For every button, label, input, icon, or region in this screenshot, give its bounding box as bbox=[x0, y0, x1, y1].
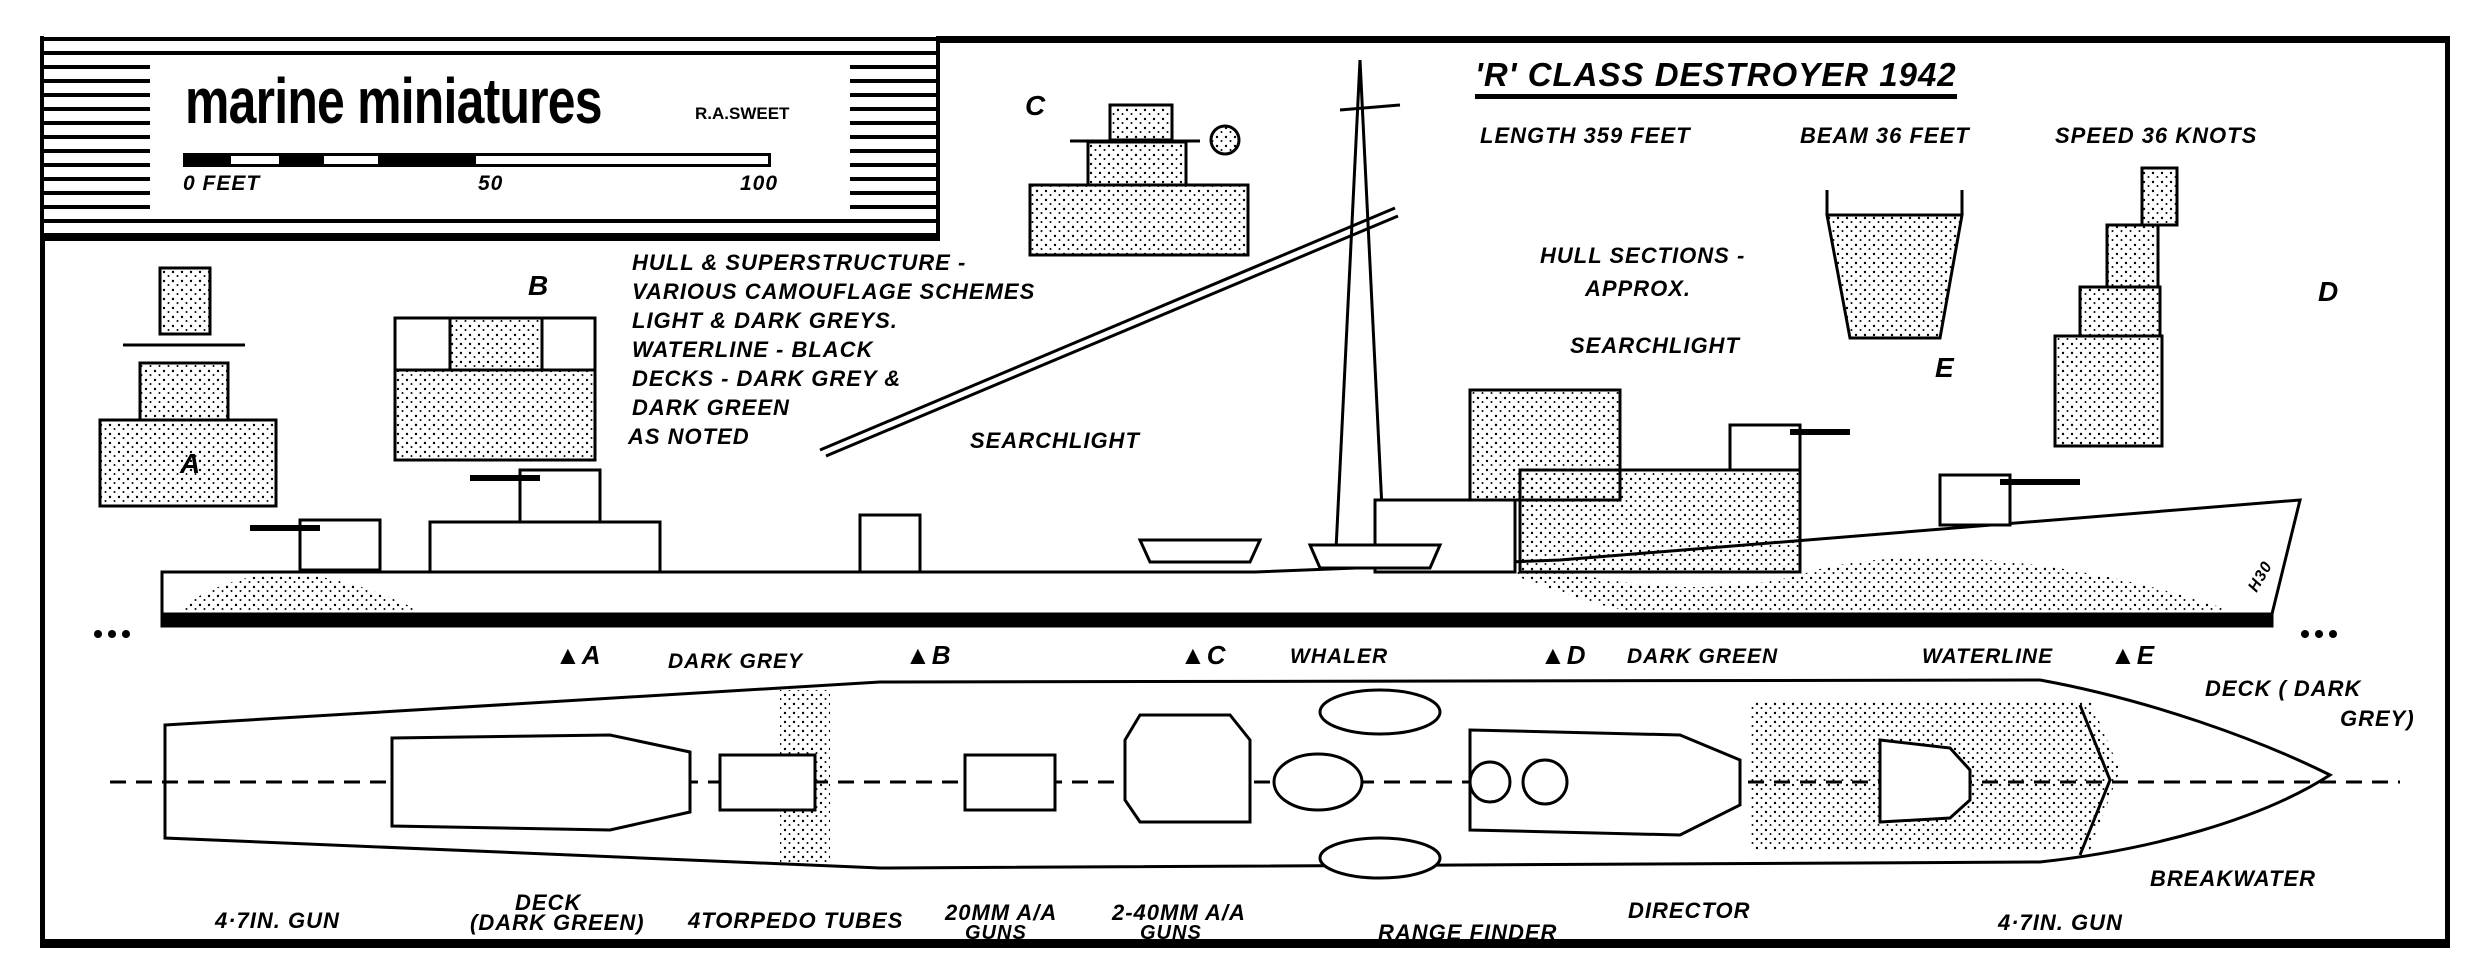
section-a-drawing bbox=[98, 266, 278, 508]
label-torpedo-tubes: 4TORPEDO TUBES bbox=[688, 908, 904, 933]
note-line: DECKS - DARK GREY & bbox=[632, 366, 902, 391]
label-deck: DECK bbox=[515, 890, 582, 915]
section-label-c: C bbox=[1025, 90, 1047, 121]
scale-label-mid: 50 bbox=[478, 172, 504, 195]
label-range-finder: RANGE FINDER bbox=[1378, 920, 1558, 945]
searchlight-callout-fwd: SEARCHLIGHT bbox=[1570, 333, 1740, 358]
section-b-drawing bbox=[393, 316, 597, 462]
note-line: WATERLINE - BLACK bbox=[632, 337, 874, 362]
section-d-drawing bbox=[2053, 166, 2179, 448]
hull-sections-note: HULL SECTIONS - bbox=[1540, 243, 1746, 268]
label-fwd-gun: 4·7IN. GUN bbox=[1998, 910, 2123, 935]
label-breakwater: BREAKWATER bbox=[2150, 866, 2317, 891]
label-deck-bow: DECK ( DARK bbox=[2205, 676, 2362, 701]
author-signature: R.A.SWEET bbox=[695, 104, 790, 123]
note-line: HULL & SUPERSTRUCTURE - bbox=[632, 250, 967, 275]
section-marker-e: ▲E bbox=[2110, 640, 2156, 670]
spec-length: LENGTH 359 FEET bbox=[1480, 123, 1691, 148]
section-marker-d: ▲D bbox=[1540, 640, 1587, 670]
section-c-drawing bbox=[1028, 103, 1250, 257]
label-deck-bow-2: GREY) bbox=[2340, 706, 2415, 731]
label-deck-colour: (DARK GREEN) bbox=[470, 910, 645, 935]
label-dark-green: DARK GREEN bbox=[1627, 645, 1779, 668]
marker-label: D bbox=[1566, 640, 1587, 670]
marker-label: C bbox=[1206, 640, 1227, 670]
mast bbox=[819, 59, 1401, 571]
label-40mm-guns: GUNS bbox=[1140, 922, 1202, 944]
note-line: VARIOUS CAMOUFLAGE SCHEMES bbox=[632, 279, 1036, 304]
waterline-dots bbox=[94, 630, 2337, 638]
scale-segment bbox=[186, 156, 231, 164]
section-label-d: D bbox=[2318, 276, 2340, 307]
note-line: AS NOTED bbox=[628, 424, 750, 449]
plan-hull bbox=[110, 678, 2400, 880]
drawing-border bbox=[40, 36, 2450, 948]
section-label-a: A bbox=[180, 448, 202, 479]
profile-hull bbox=[160, 388, 2302, 628]
section-e-drawing bbox=[1825, 190, 1964, 340]
note-line: LIGHT & DARK GREYS. bbox=[632, 308, 898, 333]
label-20mm-guns: GUNS bbox=[965, 922, 1027, 944]
section-label-e: E bbox=[1935, 352, 1955, 383]
ship-title: 'R' CLASS DESTROYER 1942 bbox=[1475, 56, 1957, 99]
scale-label-end: 100 bbox=[740, 172, 779, 195]
marker-label: B bbox=[931, 640, 952, 670]
marker-label: A bbox=[581, 640, 602, 670]
label-dark-grey: DARK GREY bbox=[668, 650, 804, 673]
label-director: DIRECTOR bbox=[1628, 898, 1751, 923]
brand-title: marine miniatures bbox=[185, 65, 603, 137]
title-block-panel bbox=[150, 62, 850, 212]
scale-segment bbox=[378, 156, 476, 164]
section-marker-b: ▲B bbox=[905, 640, 952, 670]
section-marker-c: ▲C bbox=[1180, 640, 1227, 670]
searchlight-callout-aft: SEARCHLIGHT bbox=[970, 428, 1140, 453]
scale-bar bbox=[183, 153, 771, 167]
section-label-b: B bbox=[528, 270, 550, 301]
scale-segment bbox=[279, 156, 324, 164]
label-40mm: 2-40MM A/A bbox=[1112, 900, 1246, 925]
scale-label-start: 0 FEET bbox=[183, 172, 261, 195]
spec-speed: SPEED 36 KNOTS bbox=[2055, 123, 2258, 148]
label-whaler: WHALER bbox=[1290, 645, 1389, 668]
label-20mm: 20MM A/A bbox=[945, 900, 1058, 925]
label-waterline: WATERLINE bbox=[1922, 645, 2054, 668]
label-aft-gun: 4·7IN. GUN bbox=[215, 908, 340, 933]
marker-label: E bbox=[2136, 640, 2156, 670]
spec-beam: BEAM 36 FEET bbox=[1800, 123, 1970, 148]
note-line: DARK GREEN bbox=[632, 395, 790, 420]
hull-sections-note-2: APPROX. bbox=[1585, 276, 1692, 301]
section-marker-a: ▲A bbox=[555, 640, 602, 670]
